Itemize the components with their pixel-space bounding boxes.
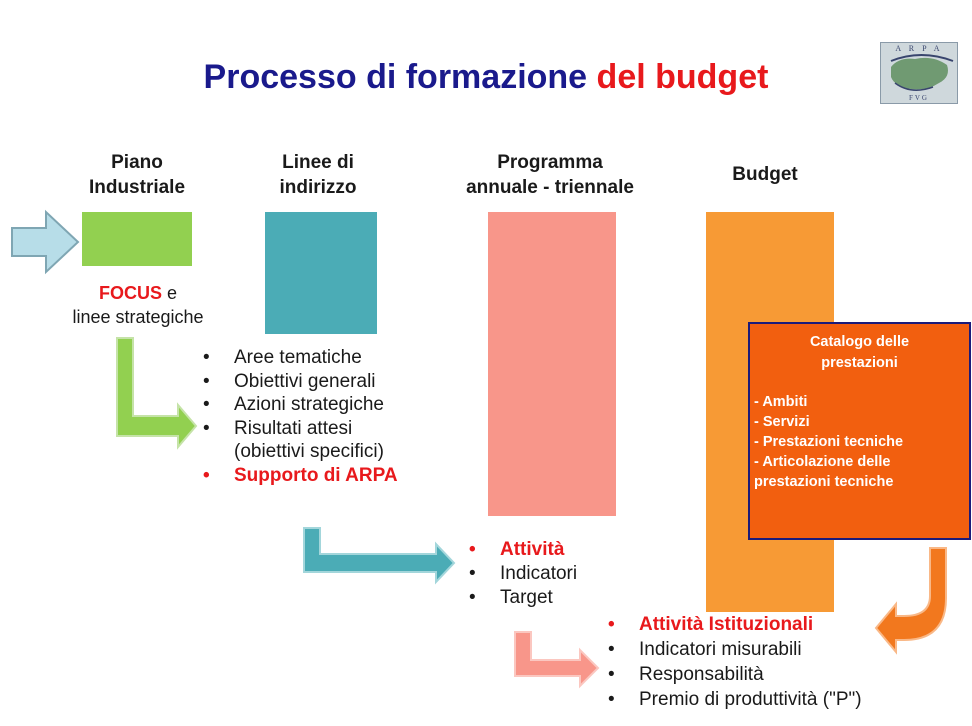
list-item: Attività Istituzionali	[605, 612, 935, 637]
list-item: Premio di produttività ("P")	[605, 687, 935, 712]
salmon-bent-arrow-icon	[514, 631, 600, 689]
budget-bullet-list: Attività Istituzionali Indicatori misura…	[605, 612, 935, 712]
header-piano-industriale: Piano Industriale	[88, 152, 186, 198]
focus-conjunction: e	[167, 283, 178, 303]
list-item: Aree tematiche	[200, 346, 470, 370]
input-arrow-icon	[11, 209, 80, 275]
list-item: Obiettivi generali	[200, 370, 470, 394]
focus-line-2: linee strategiche	[72, 307, 204, 327]
header-programma: Programma annuale - triennale	[466, 152, 634, 198]
piano-industriale-block	[82, 212, 192, 266]
catalog-item: - Prestazioni tecniche	[754, 434, 904, 450]
list-item: Supporto di ARPA	[200, 464, 470, 488]
focus-label: FOCUS e linee strategiche	[40, 281, 236, 329]
header-budget: Budget	[732, 164, 798, 185]
title-part-2: del budget	[596, 58, 769, 96]
list-item: Risultati attesi	[200, 417, 470, 441]
catalog-list: - Ambiti - Servizi - Prestazioni tecnich…	[750, 392, 969, 492]
catalog-item: - Servizi	[754, 414, 810, 430]
logo-bottom-text: FVG	[908, 94, 929, 102]
catalog-item: - Ambiti	[754, 394, 808, 410]
focus-keyword: FOCUS	[98, 283, 162, 303]
logo-emblem-icon	[890, 54, 954, 91]
logo-top-text: A R P A	[895, 44, 943, 53]
list-item: Indicatori	[466, 562, 626, 586]
header-linee-indirizzo: Linee di indirizzo	[279, 152, 357, 198]
programma-bullet-list: Attività Indicatori Target	[466, 538, 626, 610]
catalog-item: - Articolazione delle prestazioni tecnic…	[754, 454, 894, 490]
catalog-title: Catalogo delle prestazioni	[809, 334, 910, 371]
linee-indirizzo-block	[265, 212, 377, 334]
list-item: Attività	[466, 538, 626, 562]
list-item: Indicatori misurabili	[605, 637, 935, 662]
programma-block	[488, 212, 616, 516]
list-item: Target	[466, 586, 626, 610]
catalog-box: Catalogo delle prestazioni - Ambiti - Se…	[748, 322, 971, 540]
list-item: Azioni strategiche	[200, 393, 470, 417]
title-part-1: Processo di formazione	[203, 58, 588, 96]
green-bent-arrow-icon	[116, 337, 198, 450]
teal-bent-arrow-icon	[303, 527, 456, 585]
list-item: (obiettivi specifici)	[234, 441, 384, 462]
arpa-logo: A R P A FVG	[880, 42, 958, 104]
list-item: Responsabilità	[605, 662, 935, 687]
linee-bullet-list: Aree tematiche Obiettivi generali Azioni…	[200, 346, 470, 487]
page-title: Processo di formazione del budget	[0, 58, 972, 97]
